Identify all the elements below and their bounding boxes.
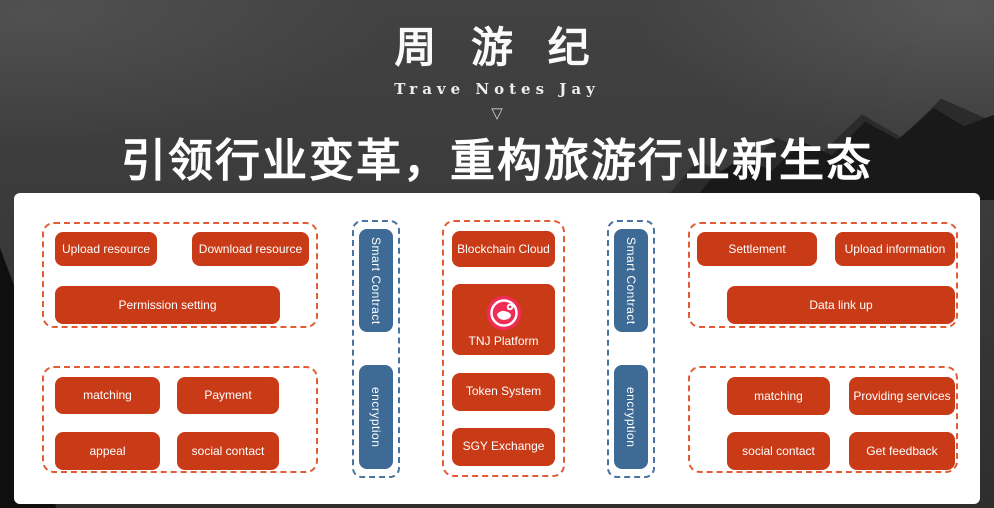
- group-consumer-data: Settlement Upload information Data link …: [688, 222, 958, 328]
- hero-section: 周 游 纪 Trave Notes Jay ▽ 引领行业变革，重构旅游行业新生态: [0, 0, 994, 189]
- brand-subtitle: Trave Notes Jay: [394, 80, 600, 98]
- node-upload-information: Upload information: [835, 232, 955, 266]
- group-consumer-services: matching Providing services social conta…: [688, 366, 958, 473]
- node-token-system: Token System: [452, 372, 555, 411]
- node-smart-contract-left: Smart Contract: [359, 229, 393, 332]
- node-download-resource: Download resource: [192, 232, 309, 266]
- tnj-globe-pin-icon: [486, 295, 521, 331]
- node-tnj-platform: TNJ Platform: [452, 284, 555, 356]
- node-sgy-exchange: SGY Exchange: [452, 427, 555, 466]
- node-settlement: Settlement: [697, 232, 817, 266]
- node-matching-left: matching: [55, 377, 160, 414]
- node-get-feedback: Get feedback: [849, 432, 955, 470]
- node-social-contact-left: social contact: [177, 432, 279, 470]
- node-upload-resource: Upload resource: [55, 232, 157, 266]
- hero-tagline: 引领行业变革，重构旅游行业新生态: [120, 134, 873, 187]
- node-permission-setting: Permission setting: [55, 286, 280, 324]
- node-appeal: appeal: [55, 432, 160, 470]
- node-social-contact-right: social contact: [727, 432, 830, 470]
- node-encryption-left: encryption: [359, 365, 393, 469]
- node-encryption-right: encryption: [614, 365, 648, 469]
- diagram-panel: Upload resource Download resource Permis…: [14, 193, 980, 504]
- brand-title: 周 游 纪: [394, 23, 600, 72]
- cloud-glow-top-left: [0, 0, 420, 160]
- node-providing-services: Providing services: [849, 377, 955, 415]
- group-supplier-services: matching Payment appeal social contact: [42, 366, 318, 473]
- pipe-left-smart-contract: Smart Contract encryption: [352, 220, 400, 478]
- node-data-link-up: Data link up: [727, 286, 955, 324]
- group-supplier-resources: Upload resource Download resource Permis…: [42, 222, 318, 328]
- down-triangle-icon: ▽: [491, 105, 503, 122]
- group-core-platform: Blockchain Cloud TNJ Platform Token Syst…: [442, 220, 565, 477]
- node-tnj-platform-label: TNJ Platform: [468, 333, 539, 348]
- node-payment: Payment: [177, 377, 279, 414]
- node-matching-right: matching: [727, 377, 830, 415]
- node-blockchain-cloud: Blockchain Cloud: [452, 231, 555, 267]
- pipe-right-smart-contract: Smart Contract encryption: [607, 220, 655, 478]
- node-smart-contract-right: Smart Contract: [614, 229, 648, 332]
